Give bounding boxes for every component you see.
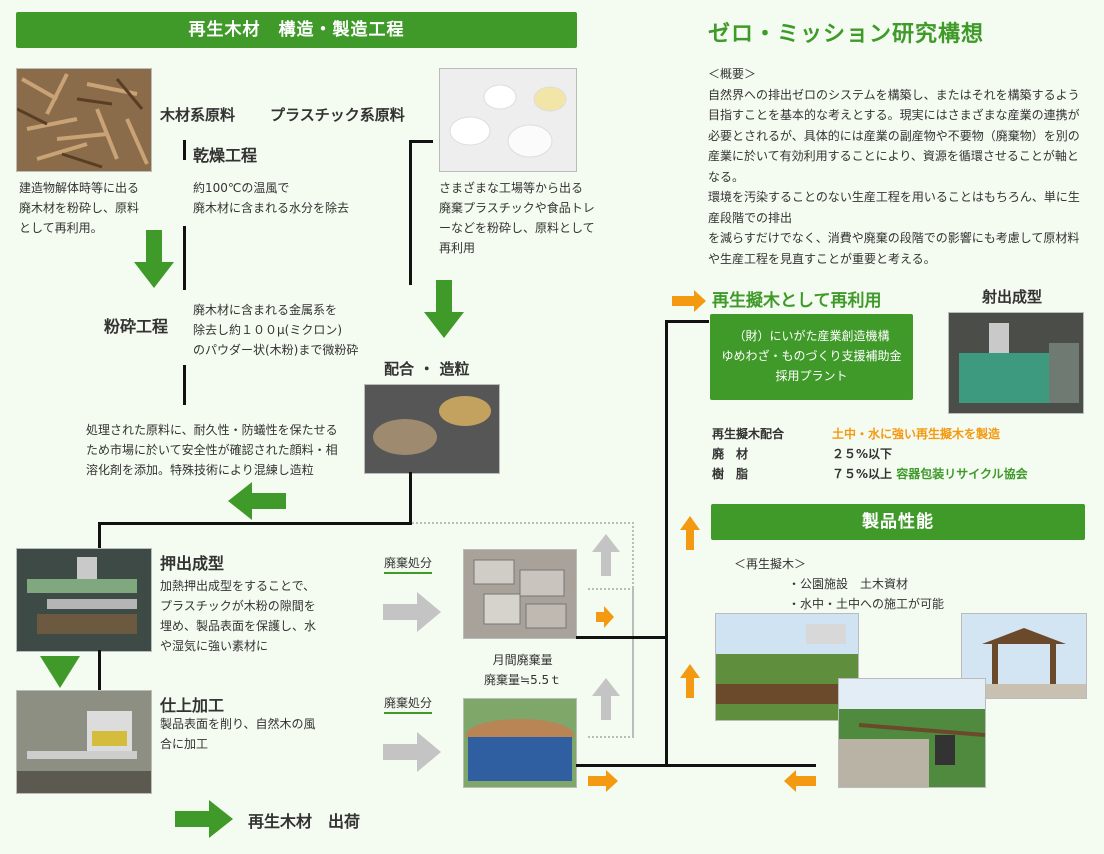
flow-line <box>98 522 101 550</box>
plastic-material-label: プラスチック系原料 <box>270 106 405 124</box>
green-down-arrow <box>424 280 464 338</box>
flow-line <box>98 650 101 690</box>
disposal-label: 廃棄処分 <box>384 554 433 574</box>
disposal-label: 廃棄処分 <box>384 694 433 714</box>
flow-line <box>576 764 816 767</box>
gazebo-photo <box>961 613 1087 699</box>
reuse-label: 再生擬木として再利用 <box>712 291 882 311</box>
gray-right-arrow <box>383 732 441 772</box>
orange-left-arrow <box>784 770 816 792</box>
injection-label: 射出成型 <box>982 288 1043 306</box>
drying-description: 約100℃の温風で廃木材に含まれる水分を除去 <box>193 181 350 215</box>
gray-up-arrow <box>592 534 620 576</box>
crushing-description: 廃木材に含まれる金属系を除去し約１００μ(ミクロン)のパウダー状(木粉)まで微粉… <box>193 303 359 357</box>
monthly-waste: 月間廃棄量廃棄量≒5.5ｔ <box>484 653 562 687</box>
overview-text: ＜概要＞自然界への排出ゼロのシステムを構築し、またはそれを構築するよう目指すこと… <box>708 67 1080 266</box>
orange-up-arrow <box>680 516 700 550</box>
gray-up-arrow <box>592 678 620 720</box>
riverside-fence-photo <box>715 613 859 721</box>
waste-blocks-photo <box>463 549 577 639</box>
process-header: 再生木材 構造・製造工程 <box>16 12 577 48</box>
flow-line <box>409 140 412 285</box>
finishing-machine-photo <box>16 690 152 794</box>
green-down-arrow <box>134 230 174 288</box>
extrusion-machine-photo <box>16 548 152 652</box>
finishing-description: 製品表面を削り、自然木の風合に加工 <box>160 717 316 751</box>
dotted-path <box>588 588 634 738</box>
flow-line <box>665 320 709 323</box>
performance-header: 製品性能 <box>711 504 1085 540</box>
flow-line <box>665 320 668 767</box>
orange-right-arrow <box>596 606 614 628</box>
extrusion-description: 加熱押出成型をすることで、プラスチックが木粉の隙間を 埋め、製品表面を保護し、水… <box>160 579 317 653</box>
plastic-description: さまざまな工場等から出る廃棄プラスチックや食品トレ ーなどを粉砕し、原料として再… <box>439 181 595 255</box>
flow-line <box>183 365 186 405</box>
orange-up-arrow <box>680 664 700 698</box>
injection-machine-photo <box>948 312 1084 414</box>
orange-right-arrow <box>672 290 706 312</box>
performance-text: ＜再生擬木＞ ・公園施設 土木資材 ・水中・土中への施工が可能 <box>734 557 945 611</box>
flow-line <box>409 140 433 143</box>
shipping-label: 再生木材 出荷 <box>248 812 361 831</box>
blend-label: 配合 ・ 造粒 <box>384 360 470 378</box>
wood-material-label: 木材系原料 <box>160 106 236 124</box>
plastic-flakes-photo <box>439 68 577 172</box>
wood-chips-photo <box>16 68 152 172</box>
flow-line <box>409 472 412 524</box>
drying-label: 乾燥工程 <box>193 146 258 165</box>
granules-photo <box>364 384 500 474</box>
green-left-arrow <box>228 482 286 520</box>
flow-line <box>576 636 668 639</box>
green-down-arrow <box>40 656 80 688</box>
flow-line <box>98 522 412 525</box>
zero-emission-title: ゼロ・ミッション研究構想 <box>708 22 985 47</box>
plant-box: （財）にいがた産業創造機構ゆめわざ・ものづくり支援補助金採用プラント <box>710 314 913 400</box>
gray-right-arrow <box>383 592 441 632</box>
flow-line <box>183 226 186 290</box>
waste-container-photo <box>463 698 577 788</box>
orange-right-arrow <box>588 770 618 792</box>
crushing-label: 粉砕工程 <box>104 317 169 336</box>
wood-description: 建造物解体時等に出る廃木材を粉砕し、原料として再利用。 <box>19 181 140 235</box>
green-right-arrow <box>175 800 233 838</box>
flow-line <box>183 140 186 160</box>
finishing-label: 仕上加工 <box>160 696 225 715</box>
lotus-pond-photo <box>838 678 986 788</box>
blend-description: 処理された原料に、耐久性・防蟻性を保たせるため市場に於いて安全性が確認された顔料… <box>86 423 338 477</box>
extrusion-label: 押出成型 <box>160 554 225 573</box>
